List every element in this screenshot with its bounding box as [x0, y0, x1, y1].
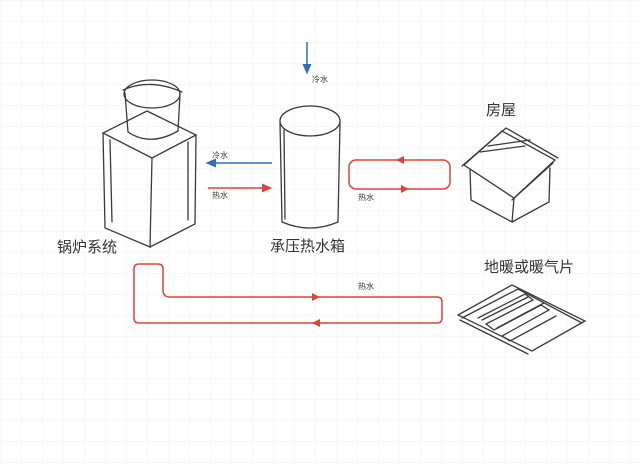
radiator-label: 地暖或暖气片	[484, 258, 574, 276]
house-sketch	[461, 127, 559, 224]
boiler-sketch	[101, 79, 198, 248]
radiator-loop-arrow-bottom	[312, 319, 320, 327]
tank-label: 承压热水箱	[270, 237, 345, 255]
boiler-hot-label: 热水	[212, 190, 228, 200]
boiler-cold-label: 冷水	[212, 150, 228, 160]
house-loop-arrow-bottom	[401, 185, 409, 193]
radiator-loop-label: 热水	[358, 281, 374, 291]
cold-inlet-label: 冷水	[312, 74, 328, 84]
radiator-loop-arrow-top	[312, 293, 320, 301]
house-loop-arrow-top	[396, 156, 404, 164]
radiator-loop-pipe	[133, 263, 443, 324]
radiator-sketch	[456, 284, 587, 355]
house-loop-label: 热水	[358, 192, 374, 202]
tank-sketch	[279, 105, 341, 229]
house-label: 房屋	[486, 101, 516, 119]
boiler-label: 锅炉系统	[57, 238, 117, 256]
